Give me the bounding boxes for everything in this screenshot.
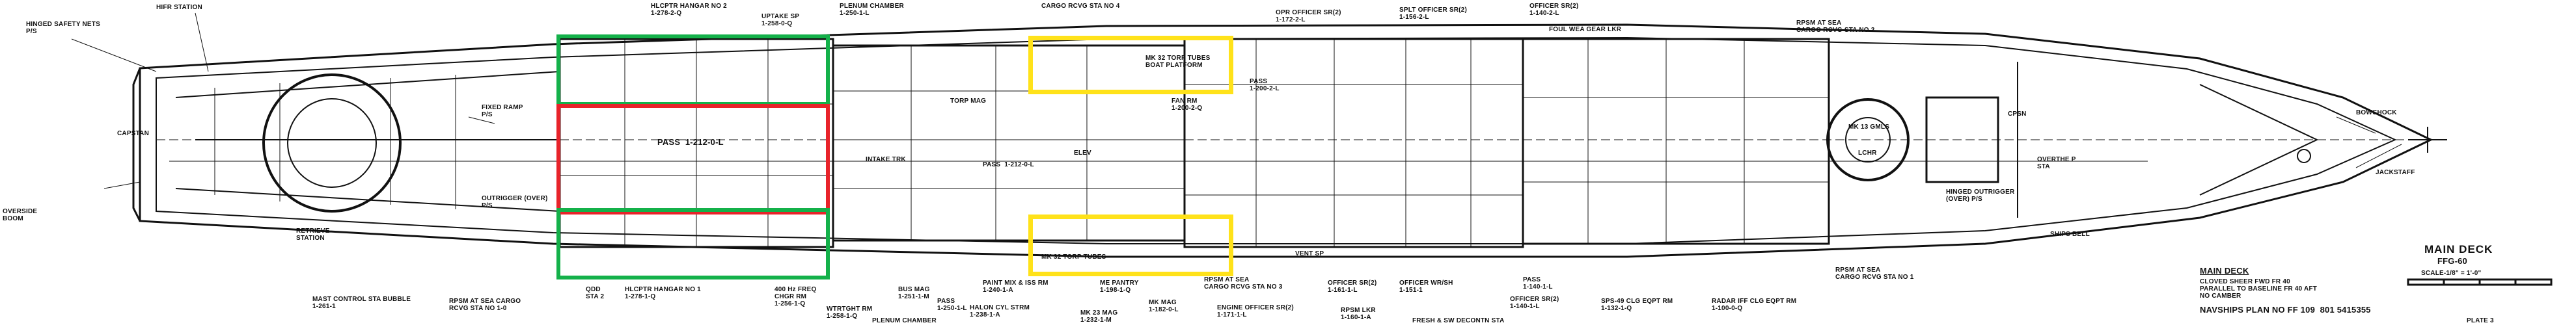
highlight-torp-tubes-bottom — [1028, 214, 1233, 276]
label-torp-mag: TORP MAG — [950, 98, 987, 105]
label-bowchock: BOWCHOCK — [2356, 109, 2397, 116]
title-notes: CLOVED SHEER FWD FR 40 PARALLEL TO BASEL… — [2200, 278, 2318, 300]
title-scale: SCALE-1/8" = 1'-0" — [2421, 270, 2482, 277]
label-mk13-gmls: MK 13 GMLS — [1848, 124, 1890, 131]
title-main-deck-sub: MAIN DECK — [2200, 266, 2249, 276]
label-cargo-rcvg-4: CARGO RCVG STA NO 4 — [1041, 3, 1120, 10]
label-fresh-sw: FRESH & SW DECONTN STA — [1412, 317, 1505, 324]
title-plate: PLATE 3 — [2467, 317, 2494, 324]
label-hlcptr-hangar-1: HLCPTR HANGAR NO 1 1-278-1-Q — [625, 286, 701, 300]
label-intake-trk: INTAKE TRK — [866, 156, 906, 163]
label-jackstaff: JACKSTAFF — [2376, 169, 2415, 176]
label-pass-top: PASS 1-200-2-L — [1250, 78, 1280, 92]
label-uptake-sp: UPTAKE SP 1-258-0-Q — [761, 13, 800, 27]
label-retrieve-station: RETRIEVE STATION — [296, 228, 330, 242]
label-splt-officer-sr: SPLT OFFICER SR(2) 1-156-2-L — [1399, 6, 1467, 21]
label-radar-iff: RADAR IFF CLG EQPT RM 1-100-0-Q — [1712, 298, 1797, 312]
label-mk23-mag: MK 23 MAG 1-232-1-M — [1080, 309, 1118, 324]
label-wtrtght-rm: WTRTGHT RM 1-258-1-Q — [827, 306, 873, 320]
label-lchr: LCHR — [1858, 150, 1877, 157]
label-rpsm-at-sea-cargo: RPSM AT SEA CARGO RCVG STA NO 1-0 — [449, 298, 521, 312]
label-fixed-ramp: FIXED RAMP P/S — [482, 104, 523, 118]
label-mk-mag: MK MAG 1-182-0-L — [1149, 299, 1179, 313]
helo-landing-circle — [262, 73, 402, 213]
label-outrigger-top: OUTRIGGER (OVER) P/S — [482, 195, 548, 209]
label-officer-sr-b2: OFFICER SR(2) 1-140-1-L — [1510, 296, 1559, 310]
label-hifr-station: HIFR STATION — [156, 4, 202, 11]
label-officer-sr-b1: OFFICER SR(2) 1-161-1-L — [1328, 280, 1377, 294]
label-rpsm-at-sea-b1: RPSM AT SEA CARGO RCVG STA NO 1 — [1835, 266, 1914, 281]
label-me-pantry: ME PANTRY 1-198-1-Q — [1100, 280, 1139, 294]
label-halon-cyl: HALON CYL STRM 1-238-1-A — [970, 304, 1030, 318]
label-rpsm-lkr: RPSM LKR 1-160-1-A — [1341, 307, 1376, 321]
title-main-deck: MAIN DECK — [2424, 243, 2493, 255]
title-navships: NAVSHIPS PLAN NO FF 109 801 5415355 — [2200, 305, 2371, 315]
label-vent-sp: VENT SP — [1295, 250, 1324, 257]
mk13-launcher-ring — [1826, 98, 1910, 181]
label-fan-rm: FAN RM 1-200-2-Q — [1172, 98, 1203, 112]
label-ships-bell: SHIPS BELL — [2050, 231, 2090, 238]
highlight-hangar-1 — [556, 208, 830, 280]
label-overside-boom: OVERSIDE BOOM — [3, 208, 38, 222]
label-engine-officer: ENGINE OFFICER SR(2) 1-171-1-L — [1217, 304, 1294, 318]
label-fwd-hangar: 400 Hz FREQ CHGR RM 1-256-1-Q — [774, 286, 817, 307]
label-hinged-outrigger: HINGED OUTRIGGER (OVER) P/S — [1946, 188, 2015, 203]
label-paint-mix: PAINT MIX & ISS RM 1-240-1-A — [983, 280, 1048, 294]
label-bus-mag: BUS MAG 1-251-1-M — [898, 286, 930, 300]
label-mk32-tubes-top: MK 32 TORP TUBES BOAT PLATFORM — [1145, 55, 1211, 69]
label-officer-wr: OFFICER WR/SH 1-151-1 — [1399, 280, 1453, 294]
label-pass-center: PASS 1-212-0-L — [983, 161, 1034, 168]
label-pass-bottom: PASS 1-250-1-L — [937, 298, 967, 312]
label-officer-sr-top: OPR OFFICER SR(2) 1-172-2-L — [1276, 9, 1341, 23]
label-pass-b2: PASS 1-140-1-L — [1523, 276, 1553, 291]
label-elev: ELEV — [1074, 150, 1091, 157]
highlight-torp-tubes-top — [1028, 36, 1233, 94]
highlight-hangar-2 — [556, 34, 830, 106]
label-pass-main: PASS 1-212-0-L — [657, 137, 724, 147]
label-officer-sr-2: OFFICER SR(2) 1-140-2-L — [1529, 3, 1579, 17]
label-qdd-sta2: QDD STA 2 — [586, 286, 605, 300]
stern-transom — [132, 68, 141, 222]
label-cpsn: CPSN — [2008, 110, 2027, 118]
highlight-center-passage — [556, 104, 830, 214]
title-ffg: FFG-60 — [2437, 256, 2467, 266]
label-rpsm-at-sea-2: RPSM AT SEA CARGO RCVG STA NO 2 — [1796, 20, 1875, 34]
label-mast-control: MAST CONTROL STA BUBBLE 1-261-1 — [312, 296, 411, 310]
label-overthe-p: OVERTHE P STA — [2037, 156, 2076, 170]
label-foul-wea-gear: FOUL WEA GEAR LKR — [1549, 26, 1622, 33]
label-hlcptr-hangar-2: HLCPTR HANGAR NO 2 1-278-2-Q — [651, 3, 727, 17]
hull-outline — [139, 23, 2433, 258]
label-hinged-safety-nets: HINGED SAFETY NETS P/S — [26, 21, 100, 35]
label-mk32-tubes-bot: MK 32 TORP TUBES — [1041, 254, 1106, 261]
label-rpsm-cargo-3: RPSM AT SEA CARGO RCVG STA NO 3 — [1204, 276, 1283, 291]
label-sps49: SPS-49 CLG EQPT RM 1-132-1-Q — [1601, 298, 1673, 312]
label-plenum-bottom: PLENUM CHAMBER — [872, 317, 937, 324]
label-capstan: CAPSTAN — [117, 130, 149, 137]
label-plenum-chamber-top: PLENUM CHAMBER 1-250-1-L — [840, 3, 904, 17]
